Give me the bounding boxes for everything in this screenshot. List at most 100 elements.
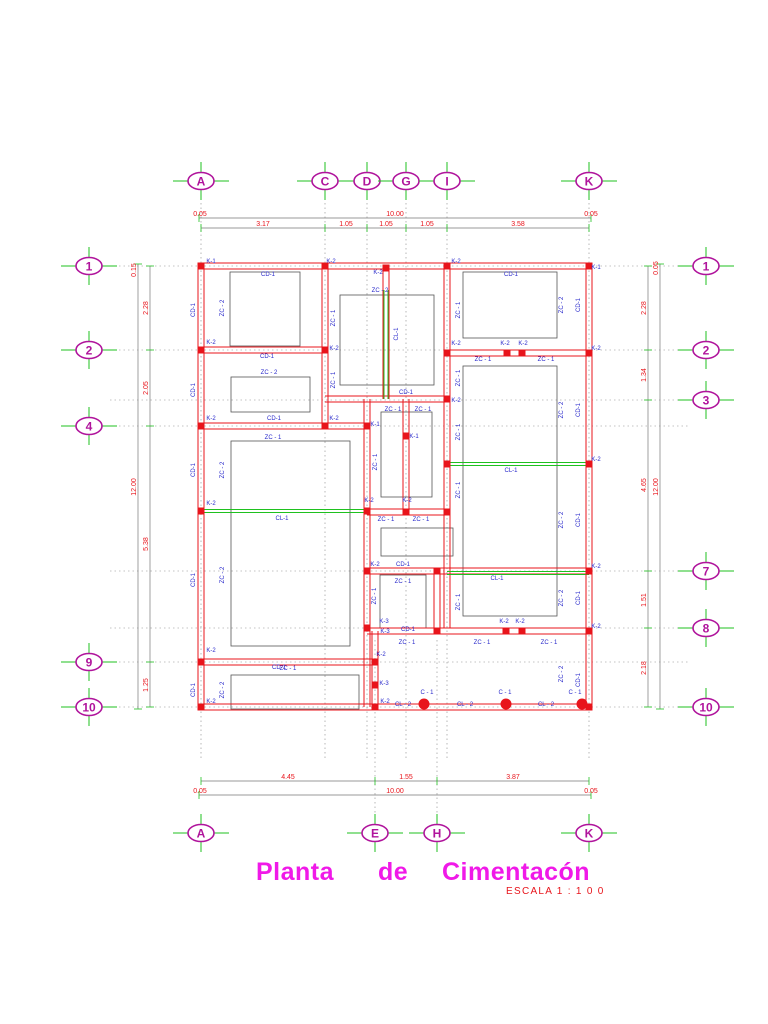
label-cd1: CD-1 xyxy=(504,272,519,278)
label-k2: K-2 xyxy=(591,457,601,463)
label-cl1: CL-1 xyxy=(275,516,289,522)
tie-beams-cl xyxy=(201,290,589,575)
column xyxy=(197,507,205,515)
label-k2: K-2 xyxy=(500,341,510,347)
label-zc2: ZC - 2 xyxy=(559,401,565,418)
title-word-3: Cimentacón xyxy=(442,858,591,886)
label-k2: K-2 xyxy=(591,564,601,570)
label-cd1: CD-1 xyxy=(399,390,414,396)
label-k2: K-2 xyxy=(376,652,386,658)
label-cd1: CD-1 xyxy=(191,302,197,317)
label-cl2: CL - 2 xyxy=(538,702,555,708)
columns xyxy=(197,262,593,711)
label-k3: K-3 xyxy=(380,629,390,635)
footing-outline xyxy=(230,376,311,413)
grid-bubble-left-1-label: 1 xyxy=(86,260,93,274)
label-cl1: CL-1 xyxy=(504,468,518,474)
grid-bubble-left-2-circle xyxy=(75,340,103,360)
label-zc1: ZC - 1 xyxy=(474,640,491,646)
column xyxy=(502,627,510,635)
dim-top-parts-value: 3.17 xyxy=(256,221,270,228)
grid-bubble-right-7-label: 7 xyxy=(703,565,710,579)
label-zc2: ZC - 2 xyxy=(559,511,565,528)
column xyxy=(363,624,371,632)
label-zc1: ZC - 1 xyxy=(413,517,430,523)
grid-bubble-top-A-circle xyxy=(187,171,215,191)
grid-bubble-left-9-circle xyxy=(75,652,103,672)
column xyxy=(503,349,511,357)
column xyxy=(443,349,451,357)
dim-left-parts-value: 2.28 xyxy=(143,301,150,315)
label-k2: K-2 xyxy=(499,619,509,625)
label-cd1: CD-1 xyxy=(191,682,197,697)
column xyxy=(402,432,410,440)
column xyxy=(197,346,205,354)
label-k2: K-2 xyxy=(451,341,461,347)
label-k2: K-2 xyxy=(206,501,216,507)
label-cl2: CL - 2 xyxy=(395,702,412,708)
pier-c1 xyxy=(418,698,430,710)
label-zc2: ZC - 2 xyxy=(372,288,389,294)
grid-bubble-bottom-A-circle xyxy=(187,823,215,843)
grid-bubble-right-10-label: 10 xyxy=(699,701,713,715)
label-zc1: ZC - 1 xyxy=(456,593,462,610)
label-cd1: CD-1 xyxy=(576,590,582,605)
column xyxy=(363,567,371,575)
footing-outline xyxy=(380,411,433,498)
column xyxy=(433,567,441,575)
dim-top-total-value: 10.00 xyxy=(386,211,404,218)
grid-bubble-left-4-circle xyxy=(75,416,103,436)
column xyxy=(371,681,379,689)
dim-top-parts-value: 1.05 xyxy=(420,221,434,228)
column xyxy=(433,627,441,635)
label-zc1: ZC - 1 xyxy=(378,517,395,523)
label-zc1: ZC - 1 xyxy=(331,309,337,326)
pier-c1 xyxy=(500,698,512,710)
label-k2: K-2 xyxy=(326,259,336,265)
label-cd1: CD-1 xyxy=(191,572,197,587)
label-k2: K-2 xyxy=(515,619,525,625)
dim-right-parts-value: 4.65 xyxy=(641,478,648,492)
footing-outline xyxy=(380,527,454,557)
grid-bubble-right-3-circle xyxy=(692,390,720,410)
column xyxy=(382,264,390,272)
dim-right-total-value: 12.00 xyxy=(653,478,660,496)
label-zc2: ZC - 2 xyxy=(220,566,226,583)
grid-bubble-right-10-circle xyxy=(692,697,720,717)
grid-bubble-top-K-label: K xyxy=(585,175,594,189)
label-k1: K-1 xyxy=(370,422,380,428)
dim-bottom-parts-value: 4.45 xyxy=(281,774,295,781)
label-zc2: ZC - 2 xyxy=(220,461,226,478)
label-zc1: ZC - 1 xyxy=(456,423,462,440)
label-cd1: CD-1 xyxy=(576,672,582,687)
grid-bubble-right-3-label: 3 xyxy=(703,394,710,408)
grid-bubble-right-7-circle xyxy=(692,561,720,581)
dim-left-total-value: 12.00 xyxy=(131,478,138,496)
label-cl1: CL-1 xyxy=(490,576,504,582)
column xyxy=(443,395,451,403)
label-k2: K-2 xyxy=(451,398,461,404)
dim-right-parts-value: 1.34 xyxy=(641,368,648,382)
dim-bottom-total-value: 0.05 xyxy=(193,788,207,795)
footing-outline xyxy=(229,271,301,347)
label-cd1: CD-1 xyxy=(191,462,197,477)
label-cd1: CD-1 xyxy=(401,627,416,633)
footing-outline xyxy=(230,440,351,647)
label-k2: K-2 xyxy=(591,346,601,352)
label-k2: K-2 xyxy=(518,341,528,347)
column xyxy=(585,349,593,357)
label-cd1: CD-1 xyxy=(267,416,282,422)
label-cd1: CD-1 xyxy=(191,382,197,397)
label-c1: C - 1 xyxy=(568,690,582,696)
column xyxy=(197,262,205,270)
dim-top-parts-value: 1.05 xyxy=(339,221,353,228)
column xyxy=(363,507,371,515)
grid-bubble-bottom-H-circle xyxy=(423,823,451,843)
column xyxy=(443,262,451,270)
grid-bubble-top-D-label: D xyxy=(363,175,372,189)
label-k2: K-2 xyxy=(329,416,339,422)
column xyxy=(197,703,205,711)
column xyxy=(371,703,379,711)
grid-bubble-top-I-circle xyxy=(433,171,461,191)
